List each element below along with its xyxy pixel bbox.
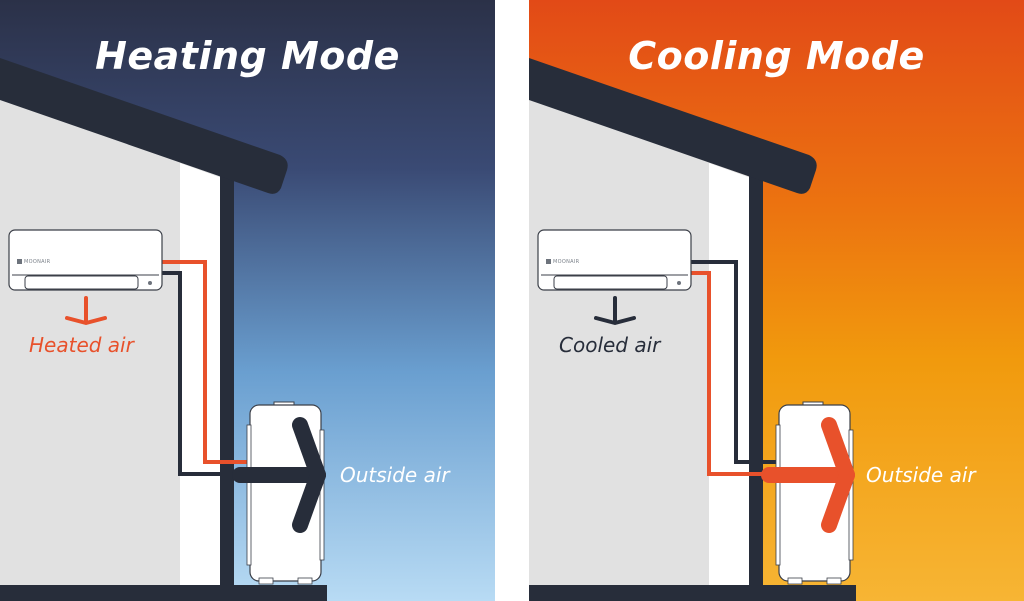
refrigerant-pipe-hot <box>162 260 252 464</box>
ground <box>0 585 327 601</box>
brand-logo: MOONAIR <box>24 259 51 265</box>
refrigerant-pipe-cold <box>691 260 781 464</box>
panel-title: Heating Mode <box>95 34 400 78</box>
outdoor-air-label: Outside air <box>340 463 450 487</box>
roof <box>0 58 288 194</box>
house-wall <box>529 98 754 590</box>
outdoor-air-label: Outside air <box>866 463 976 487</box>
roof <box>529 58 817 194</box>
heating-illustration <box>0 0 495 601</box>
refrigerant-pipe-hot <box>691 271 781 476</box>
indoor-air-label: Cooled air <box>559 333 661 357</box>
ground <box>529 585 856 601</box>
indoor-unit <box>537 229 692 291</box>
outside-air-arrow <box>761 417 855 533</box>
house-wall <box>0 98 225 590</box>
brand-logo: MOONAIR <box>553 259 580 265</box>
wall-trim <box>709 163 751 590</box>
corner-post <box>220 175 234 595</box>
heating-mode-panel: Heating Mode MOONAIR Heated air Outside … <box>0 0 495 601</box>
corner-post <box>749 175 763 595</box>
heated-air-arrow <box>65 296 107 325</box>
cooling-mode-panel: Cooling Mode MOONAIR Cooled air Outside … <box>529 0 1024 601</box>
cooling-illustration <box>529 0 1024 601</box>
panel-title: Cooling Mode <box>628 34 925 78</box>
indoor-air-label: Heated air <box>29 333 134 357</box>
indoor-unit <box>8 229 163 291</box>
cooled-air-arrow <box>594 296 636 325</box>
panel-divider <box>495 0 529 601</box>
refrigerant-pipe-cold <box>162 271 252 476</box>
wall-trim <box>180 163 222 590</box>
outside-air-arrow <box>232 417 326 533</box>
